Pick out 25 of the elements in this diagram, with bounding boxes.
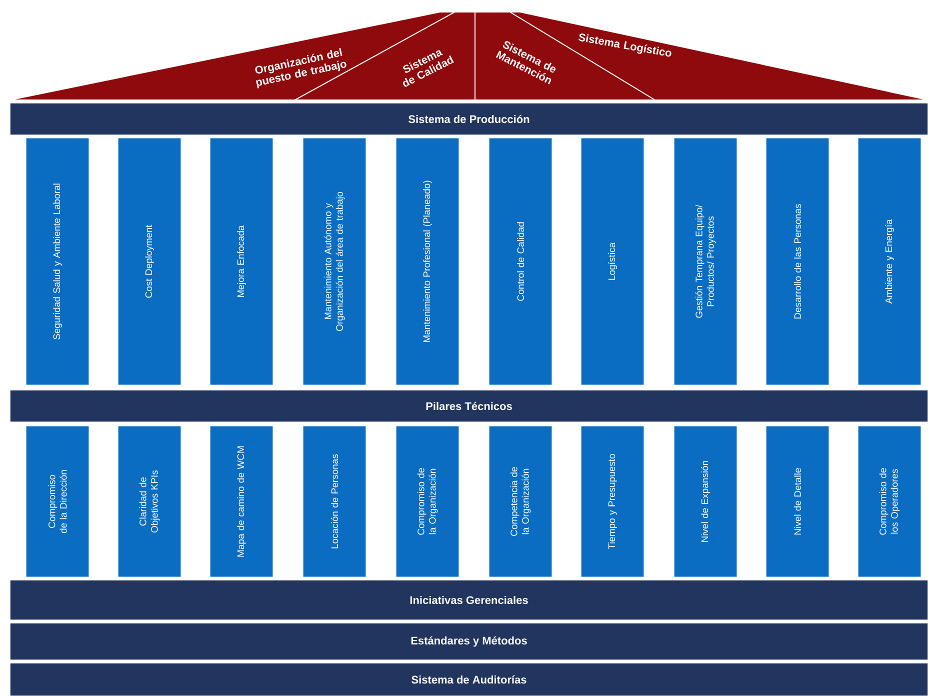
pillar-box: Gestión Temprana Equipo/ Productos/ Proyectos bbox=[674, 138, 738, 386]
pillar-box: Nivel de Expansión bbox=[674, 426, 738, 578]
pillar-box: Compromiso de la Organización bbox=[396, 426, 460, 578]
pillar-box: Logística bbox=[580, 138, 644, 386]
beam-band: Iniciativas Gerenciales bbox=[10, 580, 928, 620]
pillar-box: Competencia de la Organización bbox=[488, 426, 552, 578]
pillar-box: Desarrollo de las Personas bbox=[766, 138, 830, 386]
pillar-box: Control de Calidad bbox=[488, 138, 552, 386]
pillar-box: Seguridad Salud y Ambiente Laboral bbox=[26, 138, 90, 386]
beam-band: Sistema de Auditorías bbox=[10, 662, 928, 696]
beam-band: Sistema de Producción bbox=[10, 102, 928, 136]
pillar-box: Mapa de camino de WCM bbox=[210, 426, 274, 578]
pillar-box: Tiempo y Presupuesto bbox=[580, 426, 644, 578]
beam-band: Estándares y Métodos bbox=[10, 622, 928, 660]
pillar-box: Mantenimiento Autónomo y Organización del área de trabajo bbox=[302, 138, 366, 386]
pillar-box: Nivel de Detalle bbox=[766, 426, 830, 578]
pillar-box: Compromiso de la Dirección bbox=[26, 426, 90, 578]
pillar-box: Locación de Personas bbox=[302, 426, 366, 578]
pillar-box: Compromiso de los Operadores bbox=[858, 426, 922, 578]
beam-band: Pilares Técnicos bbox=[10, 390, 928, 422]
pillar-box: Mejora Enfocada bbox=[210, 138, 274, 386]
pillar-box: Ambiente y Energía bbox=[858, 138, 922, 386]
pillar-box: Claridad de Objetivos KPIs bbox=[118, 426, 182, 578]
pillar-box: Mantenimiento Profesional (Planeado) bbox=[396, 138, 460, 386]
pillar-box: Cost Deployment bbox=[118, 138, 182, 386]
